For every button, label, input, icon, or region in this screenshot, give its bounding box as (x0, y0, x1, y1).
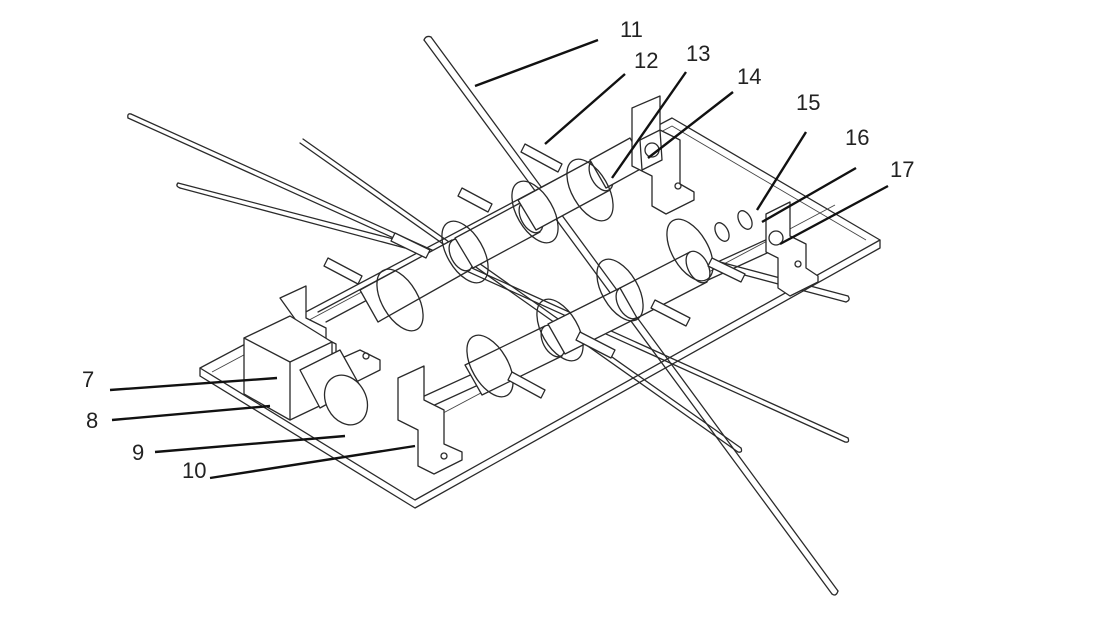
leader-lines (109, 38, 889, 480)
leader-11 (474, 38, 599, 88)
leader-15 (755, 131, 808, 211)
callout-17: 17 (890, 157, 914, 182)
callout-7: 7 (82, 367, 94, 392)
leader-7 (109, 376, 278, 392)
upper-shaft (317, 131, 664, 332)
leader-17 (779, 184, 889, 246)
callout-8: 8 (86, 408, 98, 433)
leader-16 (761, 166, 857, 224)
lower-shaft (419, 210, 779, 409)
callout-12: 12 (634, 48, 658, 73)
leader-8 (111, 404, 271, 422)
callout-10: 10 (182, 458, 206, 483)
callout-14: 14 (737, 64, 761, 89)
motor (243, 315, 369, 426)
callout-11: 11 (620, 17, 643, 42)
leader-13 (611, 71, 687, 179)
leader-14 (647, 91, 734, 159)
callout-labels: 7 8 9 10 11 12 13 14 15 16 17 (82, 17, 914, 483)
leader-9 (154, 434, 346, 454)
callout-15: 15 (796, 90, 820, 115)
callout-9: 9 (132, 440, 144, 465)
callout-13: 13 (686, 41, 710, 66)
callout-16: 16 (845, 125, 869, 150)
leader-12 (544, 73, 626, 145)
leader-10 (209, 444, 416, 480)
